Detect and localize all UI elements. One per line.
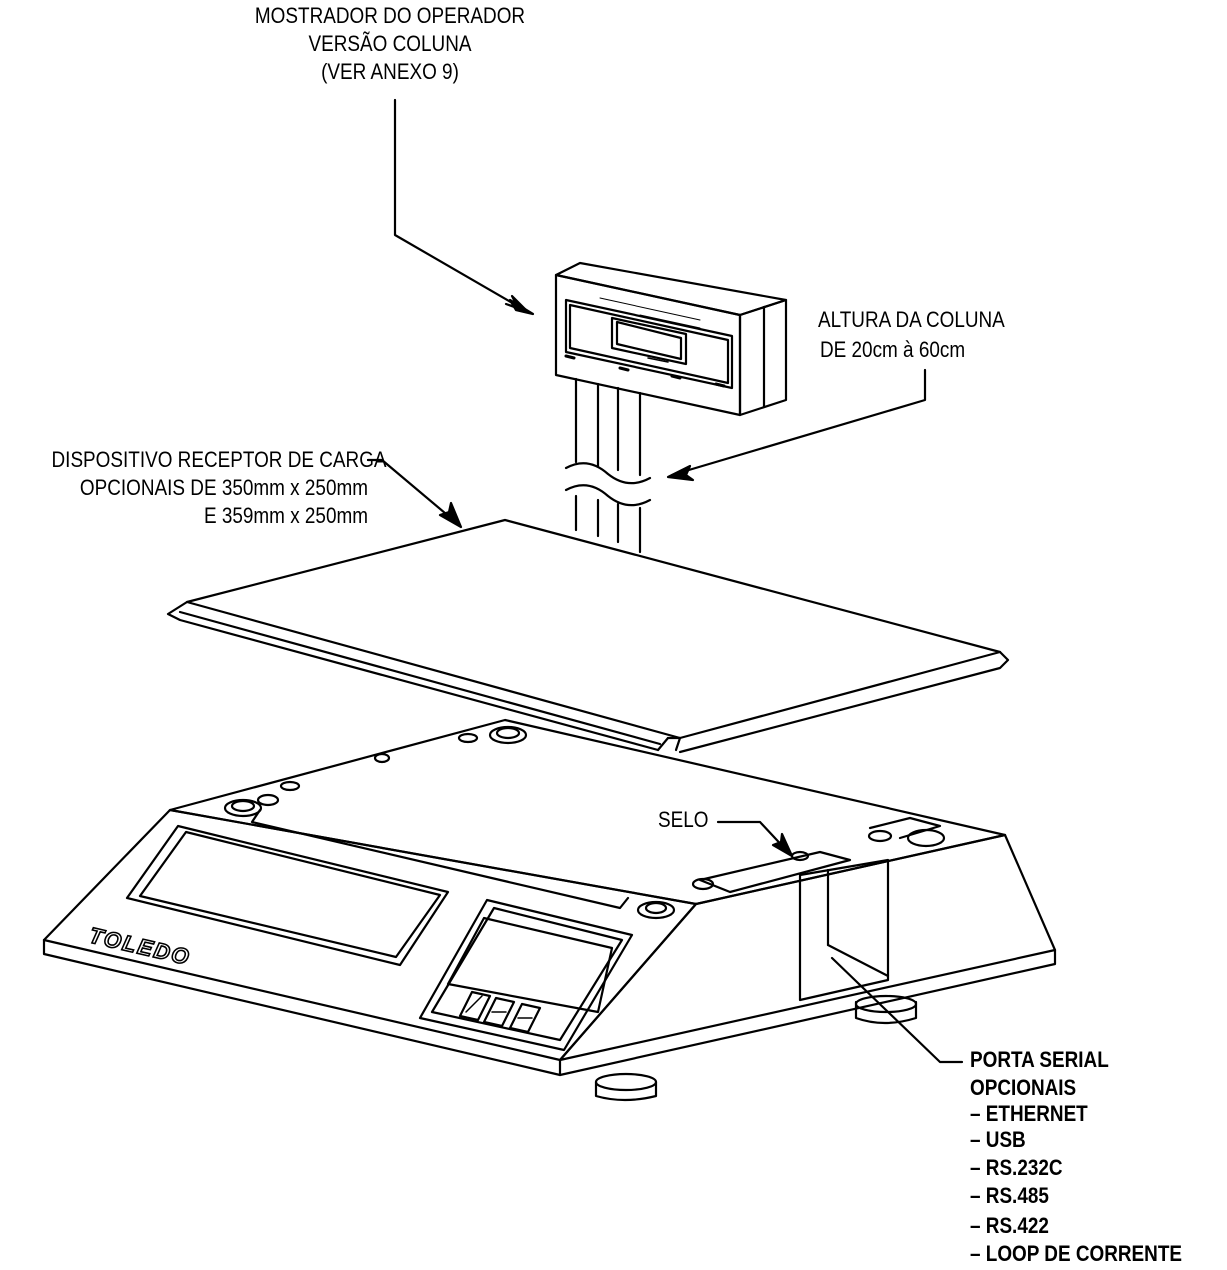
label-platter-line3: E 359mm x 250mm — [203, 503, 368, 528]
label-platter-line2: OPCIONAIS DE 350mm x 250mm — [79, 475, 369, 500]
label-display-line1: MOSTRADOR DO OPERADOR — [254, 3, 526, 28]
leader-platter — [366, 458, 463, 529]
label-seal: SELO — [658, 807, 709, 832]
serial-option-rs422: – RS.422 — [970, 1213, 1049, 1238]
serial-option-usb: – USB — [970, 1127, 1026, 1152]
serial-option-rs232c: – RS.232C — [970, 1155, 1063, 1180]
serial-option-ethernet: – ETHERNET — [970, 1101, 1088, 1126]
label-display-line3: (VER ANEXO 9) — [321, 59, 459, 84]
platter — [166, 518, 1010, 754]
serial-option-current-loop: – LOOP DE CORRENTE — [970, 1241, 1183, 1266]
column-display — [554, 261, 788, 417]
leader-column-height — [666, 368, 927, 482]
label-column-height-line1: ALTURA DA COLUNA — [818, 307, 1005, 332]
label-display-line2: VERSÃO COLUNA — [308, 31, 472, 56]
leader-seal — [716, 820, 794, 858]
column-post — [564, 377, 652, 554]
leader-display — [393, 98, 535, 316]
label-serial-line1: PORTA SERIAL — [970, 1047, 1109, 1072]
label-platter-line1: DISPOSITIVO RECEPTOR DE CARGA — [51, 447, 387, 472]
scale-base — [42, 718, 1057, 1102]
serial-option-rs485: – RS.485 — [970, 1183, 1049, 1208]
label-serial-line2: OPCIONAIS — [970, 1075, 1077, 1100]
label-column-height-line2: DE 20cm à 60cm — [820, 337, 966, 362]
